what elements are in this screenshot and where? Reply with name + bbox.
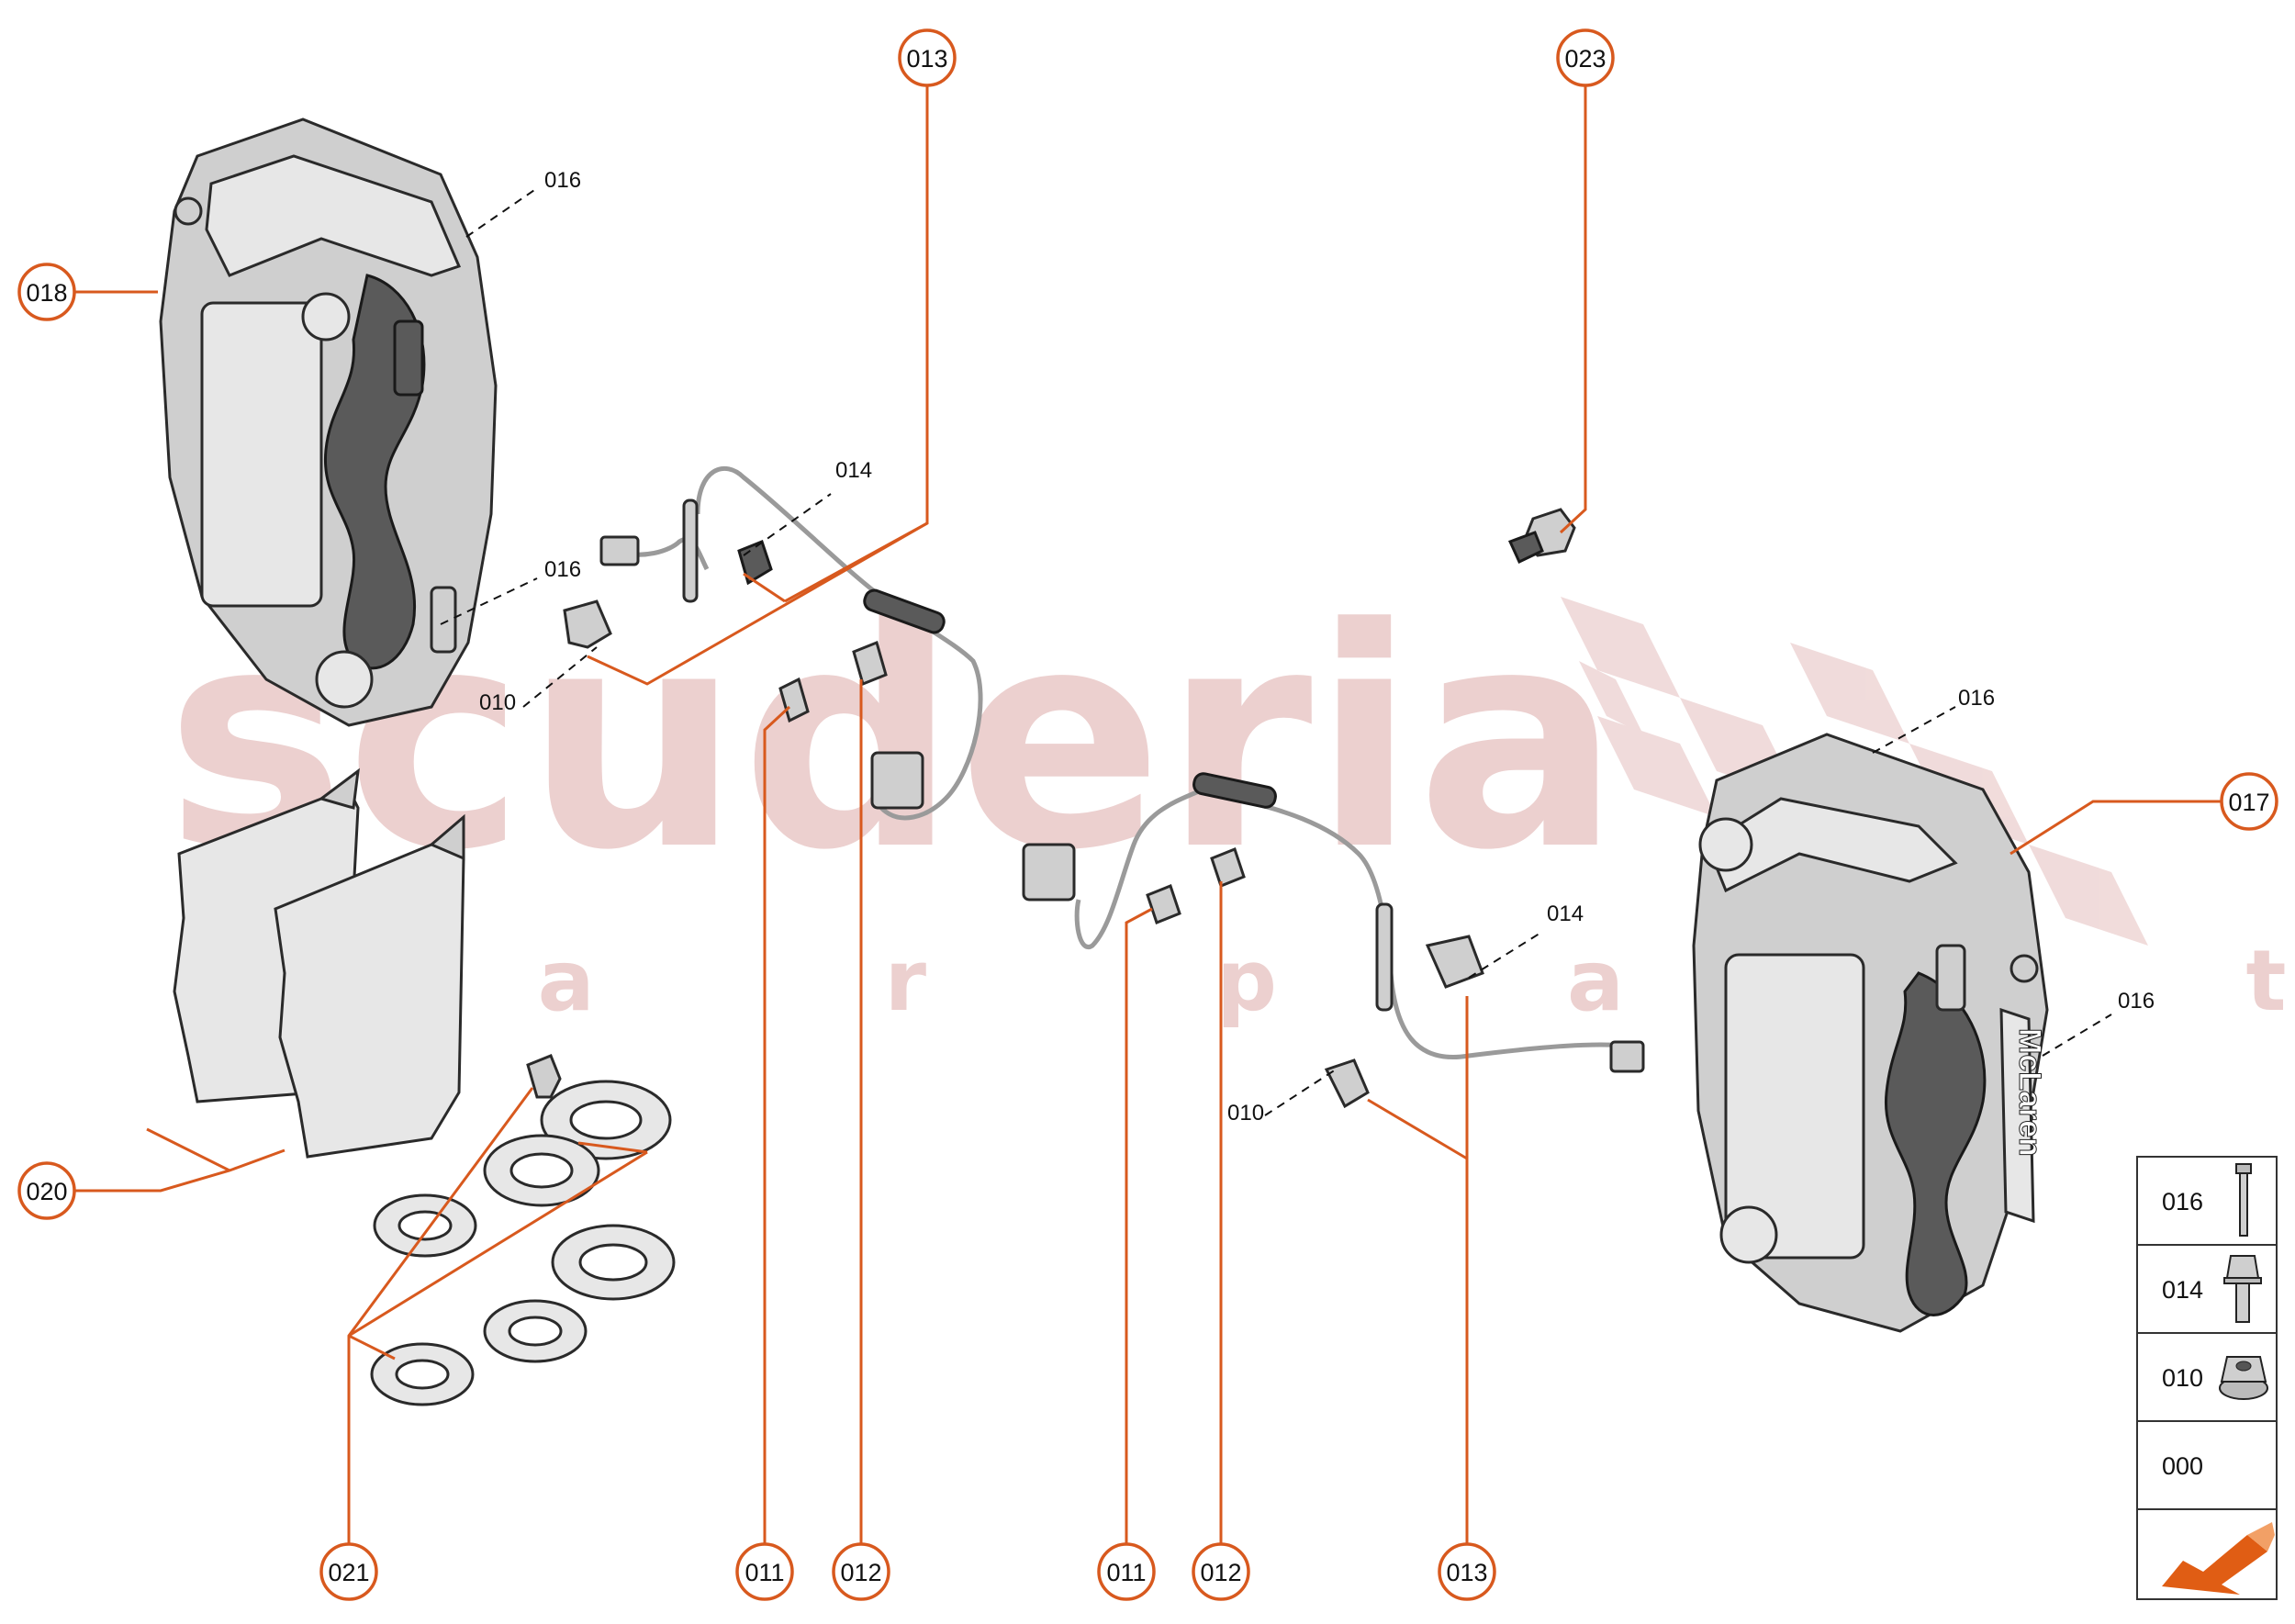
flange-nut-icon (2219, 1356, 2268, 1400)
callout-013-bottom[interactable]: 013 (1438, 1542, 1496, 1601)
legend-code-014: 014 (2162, 1276, 2203, 1304)
callout-011-right[interactable]: 011 (1097, 1542, 1156, 1601)
callout-023[interactable]: 023 (1556, 28, 1615, 87)
callout-012-left[interactable]: 012 (832, 1542, 890, 1601)
direction-arrow-icon[interactable] (2162, 1522, 2275, 1595)
brake-caliper-left (159, 118, 498, 727)
callout-012-left-label: 012 (840, 1559, 881, 1586)
brake-caliper-right: McLaren (1692, 733, 2049, 1333)
callout-012-right-label: 012 (1200, 1559, 1241, 1586)
label-014-left: 014 (835, 458, 872, 483)
brake-pads (173, 767, 465, 1159)
legend-row-014[interactable]: 014 (2162, 1255, 2262, 1323)
label-010-left: 010 (479, 690, 516, 715)
callout-013-top[interactable]: 013 (898, 28, 957, 87)
caliper-brand-lettering: McLaren (2012, 1028, 2047, 1157)
label-016-c: 016 (1958, 686, 1995, 711)
legend-row-000[interactable]: 000 (2162, 1452, 2203, 1480)
label-016-d: 016 (2118, 989, 2155, 1014)
callout-017[interactable]: 017 (2220, 772, 2278, 831)
part-number-labels: 016 016 014 010 016 016 014 010 (479, 168, 2155, 1126)
callout-013-top-label: 013 (906, 45, 947, 73)
label-016-b: 016 (544, 557, 581, 582)
legend-code-016: 016 (2162, 1188, 2203, 1215)
label-016-a: 016 (544, 168, 581, 193)
callout-013-bottom-label: 013 (1446, 1559, 1487, 1586)
callout-020-label: 020 (26, 1178, 67, 1205)
callout-012-right[interactable]: 012 (1192, 1542, 1250, 1601)
legend-row-016[interactable]: 016 (2162, 1163, 2252, 1237)
callout-017-label: 017 (2228, 789, 2269, 816)
wear-sensor-left (599, 466, 983, 821)
legend-code-010: 010 (2162, 1364, 2203, 1392)
fastener-legend: 016 014 010 000 (2136, 1156, 2278, 1600)
callout-018-label: 018 (26, 279, 67, 307)
label-014-right: 014 (1547, 902, 1584, 926)
label-010-right: 010 (1227, 1101, 1264, 1126)
bleed-screw (1507, 508, 1576, 565)
dashed-leaders (440, 187, 2112, 1116)
flange-bolt-icon (2223, 1255, 2262, 1323)
callout-023-label: 023 (1564, 45, 1606, 73)
callout-018[interactable]: 018 (17, 263, 76, 321)
legend-row-010[interactable]: 010 (2162, 1356, 2268, 1400)
callout-021-label: 021 (328, 1559, 369, 1586)
long-bolt-icon (2235, 1163, 2252, 1237)
callout-011-left[interactable]: 011 (735, 1542, 794, 1601)
callout-020[interactable]: 020 (17, 1161, 76, 1220)
callout-011-right-label: 011 (1106, 1559, 1146, 1586)
legend-code-000: 000 (2162, 1452, 2203, 1480)
callout-011-left-label: 011 (744, 1559, 784, 1586)
caliper-seals (370, 1054, 676, 1406)
wear-sensor-right (1022, 772, 1645, 1073)
callout-021[interactable]: 021 (319, 1542, 378, 1601)
callout-leaders (73, 83, 2222, 1548)
